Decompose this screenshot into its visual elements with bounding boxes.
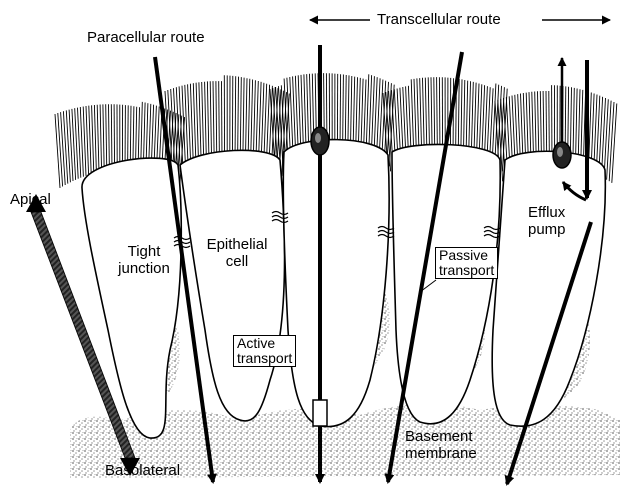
basement-membrane-line-2: membrane bbox=[405, 445, 477, 462]
microvillus bbox=[196, 83, 199, 165]
microvillus bbox=[213, 81, 214, 161]
passive-transport-line-2: transport bbox=[439, 263, 494, 278]
microvillus bbox=[222, 81, 223, 160]
microvillus bbox=[80, 107, 83, 177]
microvillus bbox=[235, 76, 236, 160]
basolateral-label: Basolateral bbox=[105, 462, 180, 479]
cell-2 bbox=[180, 150, 284, 421]
microvillus bbox=[58, 113, 63, 187]
basolateral-carrier bbox=[313, 400, 327, 426]
tight-junction-label: Tight junction bbox=[108, 243, 180, 277]
microvillus bbox=[86, 106, 89, 175]
microvillus bbox=[205, 82, 207, 163]
efflux-pump-label: Efflux pump bbox=[528, 204, 566, 238]
microvillus bbox=[190, 84, 193, 167]
microvillus bbox=[94, 105, 96, 173]
microvillus bbox=[243, 78, 244, 162]
microvillus bbox=[245, 78, 247, 162]
microvillus bbox=[210, 81, 211, 161]
microvillus bbox=[103, 104, 104, 171]
transcellular-route-label: Transcellular route bbox=[377, 11, 501, 28]
efflux-pump-line-1: Efflux bbox=[528, 204, 566, 221]
basement-membrane-label: Basement membrane bbox=[405, 428, 477, 462]
microvillus bbox=[100, 105, 102, 172]
passive-transport-line-1: Passive bbox=[439, 248, 494, 263]
microvillus bbox=[114, 104, 115, 170]
paracellular-route-label: Paracellular route bbox=[87, 29, 205, 46]
active-transport-line-1: Active bbox=[237, 336, 292, 351]
passive-transport-label: Passive transport bbox=[435, 247, 498, 279]
microvillus bbox=[202, 82, 204, 163]
tight-junction-line-1: Tight bbox=[108, 243, 180, 260]
microvillus bbox=[109, 104, 110, 170]
epithelial-cell-line-2: cell bbox=[197, 253, 277, 270]
microvillus bbox=[97, 105, 99, 173]
cell-3 bbox=[283, 140, 389, 427]
microvillus bbox=[83, 107, 86, 176]
active-transport-line-2: transport bbox=[237, 351, 292, 366]
microvillus bbox=[461, 79, 462, 156]
microvillus bbox=[612, 104, 617, 183]
epithelial-cells bbox=[82, 140, 605, 438]
epithelial-cell-label: Epithelial cell bbox=[197, 236, 277, 270]
cell-4 bbox=[392, 144, 500, 423]
microvillus bbox=[340, 74, 341, 150]
cell-1 bbox=[82, 158, 181, 438]
microvillus bbox=[55, 114, 60, 188]
basement-membrane-line-1: Basement bbox=[405, 428, 477, 445]
microvillus bbox=[193, 83, 196, 165]
tight-junction-line-2: junction bbox=[108, 260, 180, 277]
microvillus bbox=[111, 104, 112, 170]
microvillus bbox=[106, 104, 107, 171]
microvillus bbox=[207, 81, 209, 161]
microvillus bbox=[439, 77, 440, 155]
microvillus bbox=[216, 81, 217, 161]
microvillus bbox=[92, 105, 94, 173]
microvillus bbox=[199, 82, 201, 164]
apical-label: Apical bbox=[10, 191, 51, 208]
microvillus bbox=[89, 106, 91, 175]
microvillus bbox=[240, 77, 241, 161]
microvillus bbox=[238, 77, 239, 161]
epithelial-cell-line-1: Epithelial bbox=[197, 236, 277, 253]
microvillus bbox=[219, 81, 220, 160]
efflux-pump-line-2: pump bbox=[528, 221, 566, 238]
active-transport-label: Active transport bbox=[233, 335, 296, 367]
microvillus bbox=[458, 79, 459, 156]
